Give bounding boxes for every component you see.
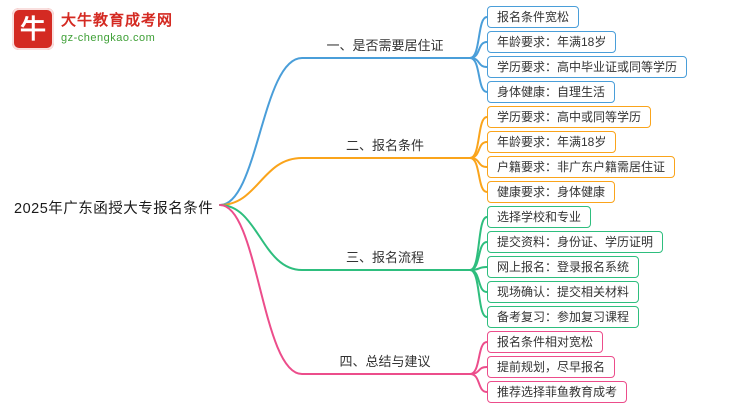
branch-label-2: 二、报名条件: [345, 138, 424, 153]
child-line-1-4: [469, 57, 488, 93]
logo: 牛 大牛教育成考网 gz-chengkao.com: [12, 8, 173, 50]
child-node: 提交资料：身份证、学历证明: [487, 231, 664, 253]
child-node: 选择学校和专业: [487, 206, 592, 228]
child-line-3-5: [469, 269, 488, 318]
child-line-4-2: [469, 366, 488, 375]
central-topic: 2025年广东函授大专报名条件: [14, 201, 214, 217]
child-node: 身体健康：自理生活: [487, 81, 616, 103]
branch-label-1: 一、是否需要居住证: [326, 38, 444, 53]
child-node: 现场确认：提交相关材料: [487, 281, 640, 303]
child-line-4-1: [469, 341, 488, 375]
branch-line-4: [219, 204, 471, 375]
child-node: 报名条件相对宽松: [487, 331, 604, 353]
logo-text: 大牛教育成考网 gz-chengkao.com: [61, 8, 173, 46]
child-node: 户籍要求：非广东户籍需居住证: [487, 156, 676, 178]
child-node: 备考复习：参加复习课程: [487, 306, 640, 328]
child-node: 健康要求：身体健康: [487, 181, 616, 203]
bull-logo-icon: 牛: [12, 8, 54, 50]
child-node: 学历要求：高中或同等学历: [487, 106, 652, 128]
branch-label-4: 四、总结与建议: [339, 354, 431, 369]
child-node: 年龄要求：年满18岁: [487, 31, 617, 53]
child-node: 学历要求：高中毕业证或同等学历: [487, 56, 688, 78]
child-node: 推荐选择菲鱼教育成考: [487, 381, 628, 403]
branch-label-3: 三、报名流程: [345, 250, 424, 265]
branch-line-3: [219, 204, 471, 271]
child-node: 网上报名：登录报名系统: [487, 256, 640, 278]
child-node: 报名条件宽松: [487, 6, 580, 28]
site-name: 大牛教育成考网: [61, 12, 174, 29]
branch-line-2: [219, 157, 471, 206]
child-line-4-3: [469, 373, 488, 393]
site-url: gz-chengkao.com: [61, 32, 156, 44]
child-node: 提前规划，尽早报名: [487, 356, 616, 378]
child-node: 年龄要求：年满18岁: [487, 131, 617, 153]
child-line-2-4: [469, 157, 488, 193]
branch-line-1: [219, 57, 471, 206]
